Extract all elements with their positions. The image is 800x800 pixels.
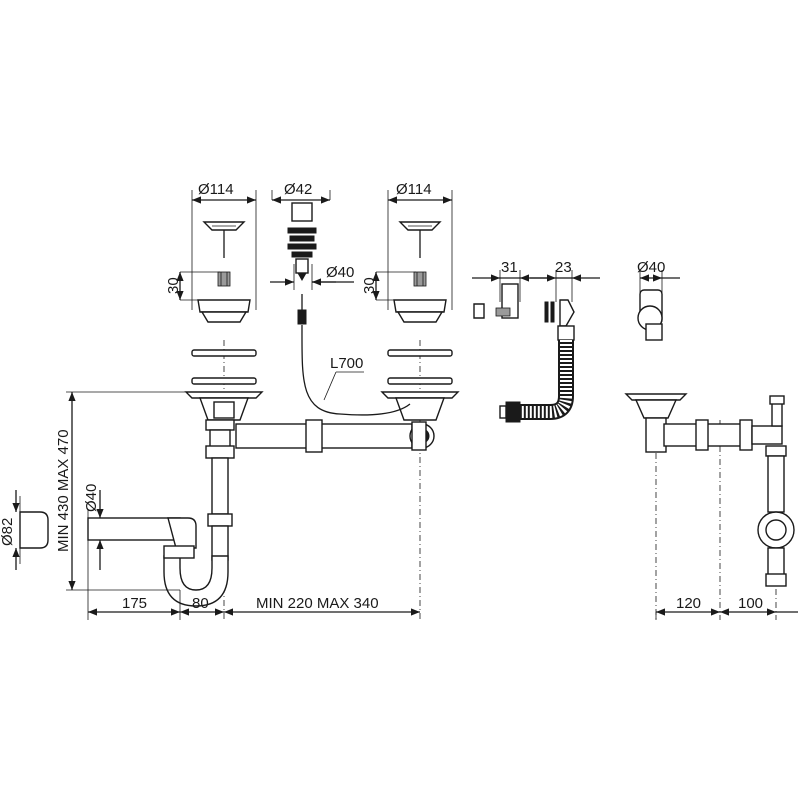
dim-80-label: 80 [192, 595, 209, 612]
dim-120-label: 120 [676, 595, 701, 612]
popup-diameter-label: Ø42 [284, 181, 312, 198]
branch-diameter-label: Ø40 [83, 484, 100, 512]
popup-waste-detail: Ø42 Ø40 [270, 181, 354, 325]
cable-length-label: L700 [330, 355, 363, 372]
side-view: 120 100 [624, 393, 798, 620]
cap-diameter-label: Ø82 [0, 518, 16, 546]
side-outlet-diameter-label: Ø40 [637, 259, 665, 276]
connector-detail: 31 [472, 259, 548, 319]
main-front-view: L700 Ø40 Ø82 [0, 324, 460, 620]
side-outlet-detail: Ø40 [637, 259, 680, 341]
right-strainer-height-label: 30 [361, 277, 378, 294]
vertical-range-label: MIN 430 MAX 470 [55, 429, 72, 552]
right-strainer-detail: Ø114 30 [361, 181, 453, 323]
left-strainer-detail: Ø114 30 [165, 181, 257, 323]
left-strainer-height-label: 30 [165, 277, 182, 294]
right-strainer-diameter-label: Ø114 [396, 181, 432, 198]
dim-175-label: 175 [122, 595, 147, 612]
left-strainer-diameter-label: Ø114 [198, 181, 234, 198]
connector-width-label: 31 [501, 259, 518, 276]
popup-outlet-diameter-label: Ø40 [326, 264, 354, 281]
horizontal-range-label: MIN 220 MAX 340 [256, 595, 379, 612]
hose-clip-width-label: 23 [555, 259, 572, 276]
dim-100-label: 100 [738, 595, 763, 612]
hose-clip-detail: 23 [530, 259, 600, 327]
flexible-hose [499, 325, 575, 423]
